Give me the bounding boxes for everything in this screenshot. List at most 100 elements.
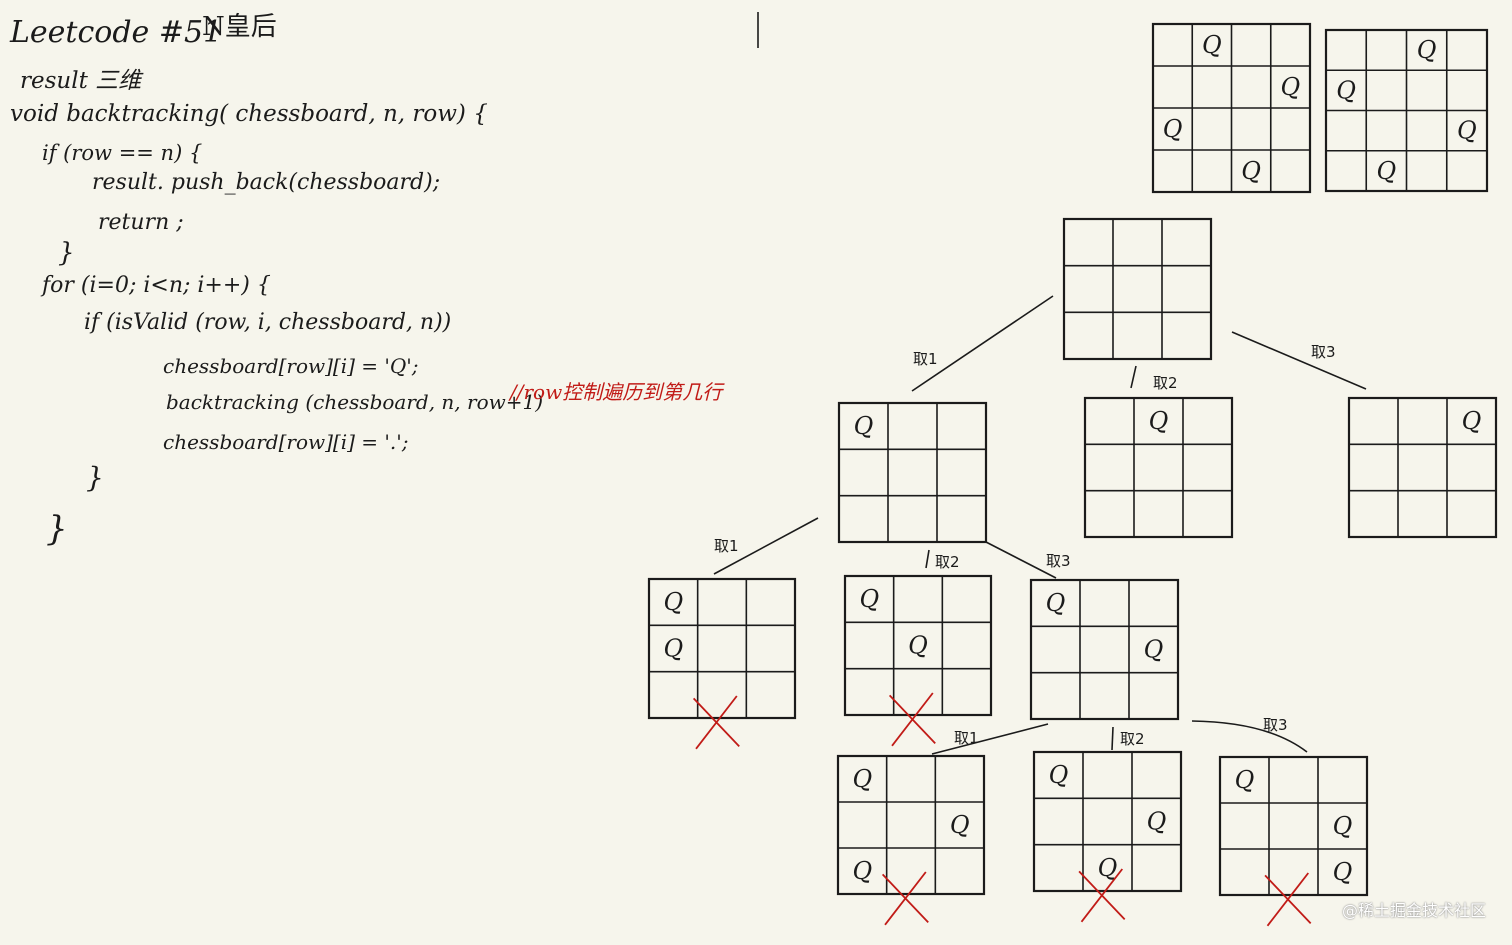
edge-l2-take1 [931,723,1049,755]
invalid-cross-mark [1078,868,1126,923]
board-frame [843,574,993,717]
queen-mark: Q [908,632,928,660]
queen-mark: Q [1333,812,1353,840]
code-line-9: chessboard[row][i] = 'Q'; [163,354,419,378]
board-frame [1083,396,1234,539]
queen-mark: Q [1149,407,1169,435]
queen-mark: Q [1046,589,1066,617]
code-line-6: } [58,238,75,268]
queen-mark: Q [950,811,970,839]
page-subtitle: N皇后 [202,12,277,42]
invalid-marks [692,692,1312,927]
edge-l2-take2 [1111,726,1114,751]
queens: Q Q Q [852,765,969,885]
queen-mark: Q [1281,73,1301,101]
root-board [1062,217,1213,361]
code-line-4: result. push_back(chessboard); [92,170,441,195]
code-line-7: for (i=0; i<n; i++) { [42,273,271,298]
queen-mark: Q [1163,115,1183,143]
edge-label-root-take3: 取3 [1311,343,1336,361]
row-comment: //row控制遍历到第几行 [510,380,723,404]
queen-mark: Q [1333,858,1353,886]
edge-root-take2 [1130,365,1137,389]
queen-mark: Q [1377,157,1397,185]
queen-mark: Q [1049,761,1069,789]
edge-l2-take3 [1191,720,1308,753]
queen-mark: Q [852,765,872,793]
queen-mark: Q [1144,636,1164,664]
queens: Q Q Q Q [1336,36,1476,185]
queens: Q [1462,407,1482,435]
code-line-3: if (row == n) { [42,141,203,165]
board-frame [1062,217,1213,361]
edge-label-root-take2: 取2 [1153,374,1178,392]
edge-l1-take2 [925,549,930,569]
queen-mark: Q [859,585,879,613]
queens: Q [1149,407,1169,435]
queen-mark: Q [1098,854,1118,882]
queen-mark: Q [663,588,683,616]
cross-stroke [695,695,738,750]
queens: QQ [859,585,927,659]
code-line-13: } [46,509,68,549]
code-line-2: void backtracking( chessboard, n, row) { [10,101,488,127]
invalid-cross-mark [881,871,929,926]
edge-root-take1 [911,295,1054,392]
board-frame [647,577,797,720]
edge-label-l2-take1: 取1 [954,729,979,747]
queen-mark: Q [1336,76,1356,104]
level1-board-take2: Q [1083,396,1234,539]
tree-edges [713,295,1367,755]
queens: Q Q Q [1049,761,1167,882]
level2-board-take3: QQ [1029,578,1180,721]
queen-mark: Q [1417,36,1437,64]
edge-label-l2-take3: 取3 [1263,716,1288,734]
queen-mark: Q [852,857,872,885]
queen-mark: Q [1457,117,1477,145]
board-frame [1029,578,1180,721]
queens: QQ [1046,589,1164,663]
edge-root-take3 [1231,331,1367,390]
board-frame [836,754,986,896]
code-line-12: } [86,461,104,494]
watermark: @稀土掘金技术社区 [1341,901,1486,920]
queens: QQQ [1235,766,1353,886]
board-frame [1032,750,1183,893]
cross-stroke [1080,868,1124,923]
board-frame [837,401,988,544]
edge-label-root-take1: 取1 [913,350,938,368]
queen-mark: Q [854,412,874,440]
level2-board-take2: QQ [843,574,993,717]
invalid-cross-mark [888,692,936,747]
page-title: Leetcode #51 [10,15,223,50]
board-frame [1218,755,1369,897]
edge-l1-take1 [713,517,819,575]
cross-stroke [891,692,934,747]
edge-label-l2-take2: 取2 [1120,730,1145,748]
code-line-8: if (isValid (row, i, chessboard, n)) [84,310,452,335]
invalid-cross-mark [692,695,740,750]
edge-label-l1-take2: 取2 [935,553,960,571]
level2-board-take1: QQ [647,577,797,720]
queen-mark: Q [1147,808,1167,836]
cross-stroke [884,871,927,926]
level1-board-take3: Q [1347,396,1498,539]
level3-board-take1: Q Q Q [836,754,986,896]
queens: Q [854,412,874,440]
queen-mark: Q [1462,407,1482,435]
level3-board-take3: QQQ [1218,755,1369,897]
queens: QQ [663,588,683,662]
solution-board-2: Q Q Q Q [1324,28,1489,193]
queen-mark: Q [1241,157,1261,185]
board-frame [1347,396,1498,539]
queen-mark: Q [663,635,683,663]
code-line-5: return ; [98,210,184,235]
level3-board-take2: Q Q Q [1032,750,1183,893]
code-line-11: chessboard[row][i] = '.'; [163,430,409,454]
cross-stroke [1266,872,1310,927]
edge-label-l1-take1: 取1 [714,537,739,555]
code-line-1: result 三维 [20,68,142,94]
